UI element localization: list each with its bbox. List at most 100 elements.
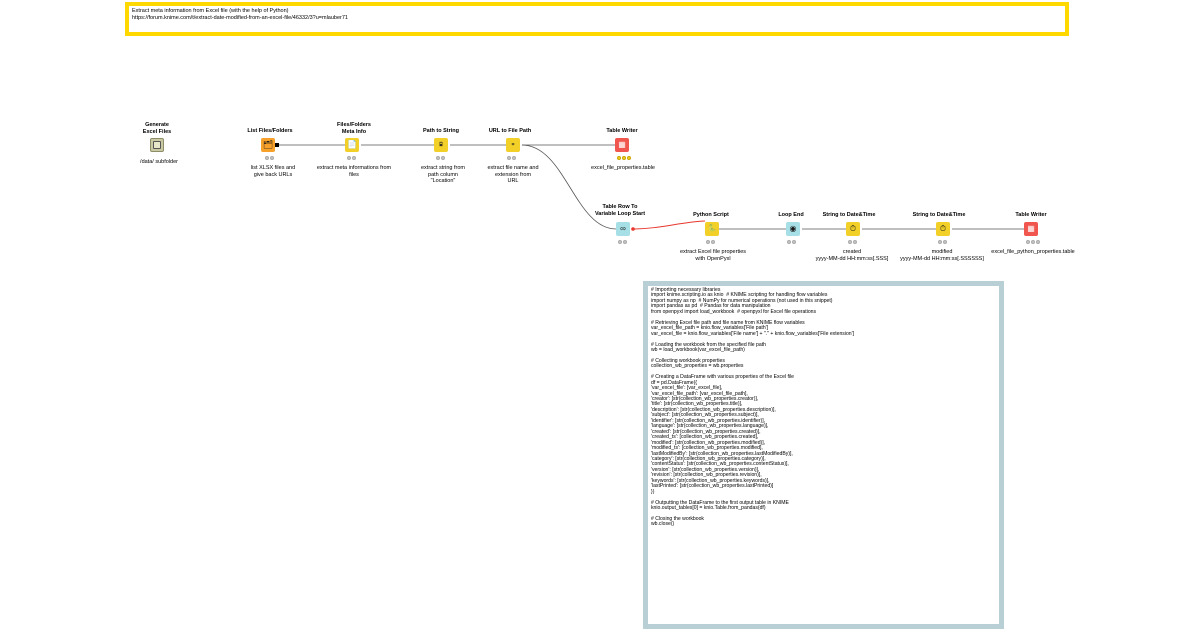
node-title-path-to-string: Path to String [422,128,460,134]
list-files-icon: 🗂 [262,140,274,149]
node-title-url-to-file-path: URL to File Path [488,128,532,134]
code-line: 'created': [str(collection_wb_properties… [651,428,761,435]
node-title-table-writer-2: Table Writer [1015,212,1047,218]
code-line: # Closing the workbook [651,515,704,522]
code-line: 'description': [str(collection_wb_proper… [651,406,776,413]
flow-variable-connection [631,220,706,230]
node-status-python-script [706,240,715,245]
code-line: 'var_excel_file_path': [var_excel_file_p… [651,390,748,397]
code-line: 'modified_ts': [collection_wb_properties… [651,445,763,452]
code-line: # Collecting workbook properties [651,357,725,364]
table-writer-icon: ▦ [1027,224,1035,233]
code-line: 'lastModifiedBy': [str(collection_wb_pro… [651,450,793,457]
node-status-table-writer-1 [617,156,631,161]
node-title-loop-end: Loop End [778,212,804,218]
workflow-annotation-header[interactable]: Extract meta information from Excel file… [125,2,1069,36]
node-title-files-folders-meta-info: Files/Folders Meta Info [337,122,371,135]
loop-start-icon: ∞ [620,224,626,233]
code-line: wb = load_workbook(var_excel_file_path) [651,346,745,353]
code-line: # Creating a DataFrame with various prop… [651,374,794,381]
path-to-string-icon: ⌸ [439,142,443,148]
node-title-string-to-datetime-2: String to Date&Time [912,212,966,218]
code-line: import numpy as np # NumPy for numerical… [651,297,833,304]
node-string-to-datetime-2[interactable]: ⏱ [936,222,950,236]
url-to-path-icon: ⌗ [511,142,515,148]
code-line: # Importing necessary libraries [651,287,721,293]
node-url-to-file-path[interactable]: ⌗ [506,138,520,152]
code-line: 'creator': [str(collection_wb_properties… [651,396,759,402]
code-line: 'subject': [str(collection_wb_properties… [651,412,759,419]
node-label-string-to-datetime-2: modified yyyy-MM-dd HH:mm:ss[.SSSSSS] [900,249,984,262]
code-line: 'category': [str(collection_wb_propertie… [651,455,766,462]
node-table-writer-1[interactable]: ▦ [615,138,629,152]
code-line: 'title': [str(collection_wb_properties.t… [651,401,743,408]
code-line: # Outputting the DataFrame to the first … [651,499,789,506]
node-label-table-writer-1: excel_file_properties.table [591,165,655,171]
code-line: 'identifier': [str(collection_wb_propert… [651,417,766,424]
node-path-to-string[interactable]: ⌸ [434,138,448,152]
node-status-list-files-folders [265,156,274,161]
code-line: 'lastPrinted': [str(collection_wb_proper… [651,483,774,490]
flow-variable-port [631,227,635,231]
code-line: var_excel_file = knio.flow_variables['Fi… [651,330,855,337]
node-label-path-to-string: extract string from path column "Locatio… [420,165,466,184]
code-line: var_excel_file_path = knio.flow_variable… [651,325,769,332]
node-title-string-to-datetime-1: String to Date&Time [822,212,876,218]
annotation-title: Extract meta information from Excel file… [132,8,289,14]
node-label-python-script: extract Excel file properties with OpenP… [679,249,747,262]
python-icon: 🐍 [707,225,717,232]
node-label-url-to-file-path: extract file name and extension from URL [487,165,539,184]
node-status-loop-start [618,240,627,245]
node-status-files-folders-meta-info [347,156,356,161]
table-writer-icon: ▦ [618,140,626,149]
code-line: from openpyxl import load_workbook # ope… [651,308,817,315]
annotation-link[interactable]: https://forum.knime.com/t/extract-date-m… [132,15,348,21]
node-title-table-writer-1: Table Writer [606,128,638,134]
node-label-generate-excel-files: /data/ subfolder [140,159,178,165]
code-line: }) [651,488,655,495]
node-status-table-writer-2 [1026,240,1040,245]
node-table-row-to-variable-loop-start[interactable]: ∞ [616,222,630,236]
code-line: 'keywords': [str(collection_wb_propertie… [651,477,770,484]
code-line: 'created_ts': [collection_wb_properties.… [651,434,759,441]
code-line: 'version': [str(collection_wb_properties… [651,466,760,473]
code-line: import pandas as pd # Pandas for data ma… [651,303,771,310]
node-title-loop-start: Table Row To Variable Loop Start [594,204,646,217]
node-generate-excel-files[interactable] [150,138,164,152]
node-table-writer-2[interactable]: ▦ [1024,222,1038,236]
code-line: # Loading the workbook from the specifie… [651,341,766,348]
connection-url-to-loopstart [521,144,617,230]
code-line: wb.close() [651,521,675,528]
code-line: 'var_excel_file': [var_excel_file], [651,385,723,392]
code-line: 'revision': [str(collection_wb_propertie… [651,472,762,479]
node-status-string-to-datetime-1 [848,240,857,245]
node-list-files-folders[interactable]: 🗂 [261,138,275,152]
code-line: collection_wb_properties = wb.properties [651,363,744,370]
code-line: knio.output_tables[0] = knio.Table.from_… [651,505,766,512]
node-label-list-files-folders: list XLSX files and give back URLs [250,165,296,178]
code-line: # Retrieving Excel file path and file na… [651,319,805,326]
component-icon [153,141,161,149]
code-line: df = pd.DataFrame({ [651,379,698,386]
loop-end-icon: ◉ [789,224,797,233]
node-status-loop-end [787,240,796,245]
output-port[interactable] [275,143,279,147]
node-string-to-datetime-1[interactable]: ⏱ [846,222,860,236]
code-line: 'modified': [str(collection_wb_propertie… [651,439,766,446]
node-files-folders-meta-info[interactable]: 📄 [345,138,359,152]
node-status-string-to-datetime-2 [938,240,947,245]
code-line: import knime.scripting.io as knio # KNIM… [651,292,828,299]
node-title-python-script: Python Script [693,212,729,218]
meta-info-icon: 📄 [347,140,357,149]
node-label-string-to-datetime-1: created yyyy-MM-dd HH:mm:ss[.SSS] [815,249,889,262]
node-status-path-to-string [436,156,445,161]
string-to-date-icon: ⏱ [849,224,857,233]
node-label-files-folders-meta-info: extract meta informations from files [316,165,392,178]
node-status-url-to-file-path [507,156,516,161]
string-to-date-icon: ⏱ [939,224,947,233]
node-loop-end[interactable]: ◉ [786,222,800,236]
node-python-script[interactable]: 🐍 [705,222,719,236]
code-line: 'contentStatus': [str(collection_wb_prop… [651,461,789,468]
